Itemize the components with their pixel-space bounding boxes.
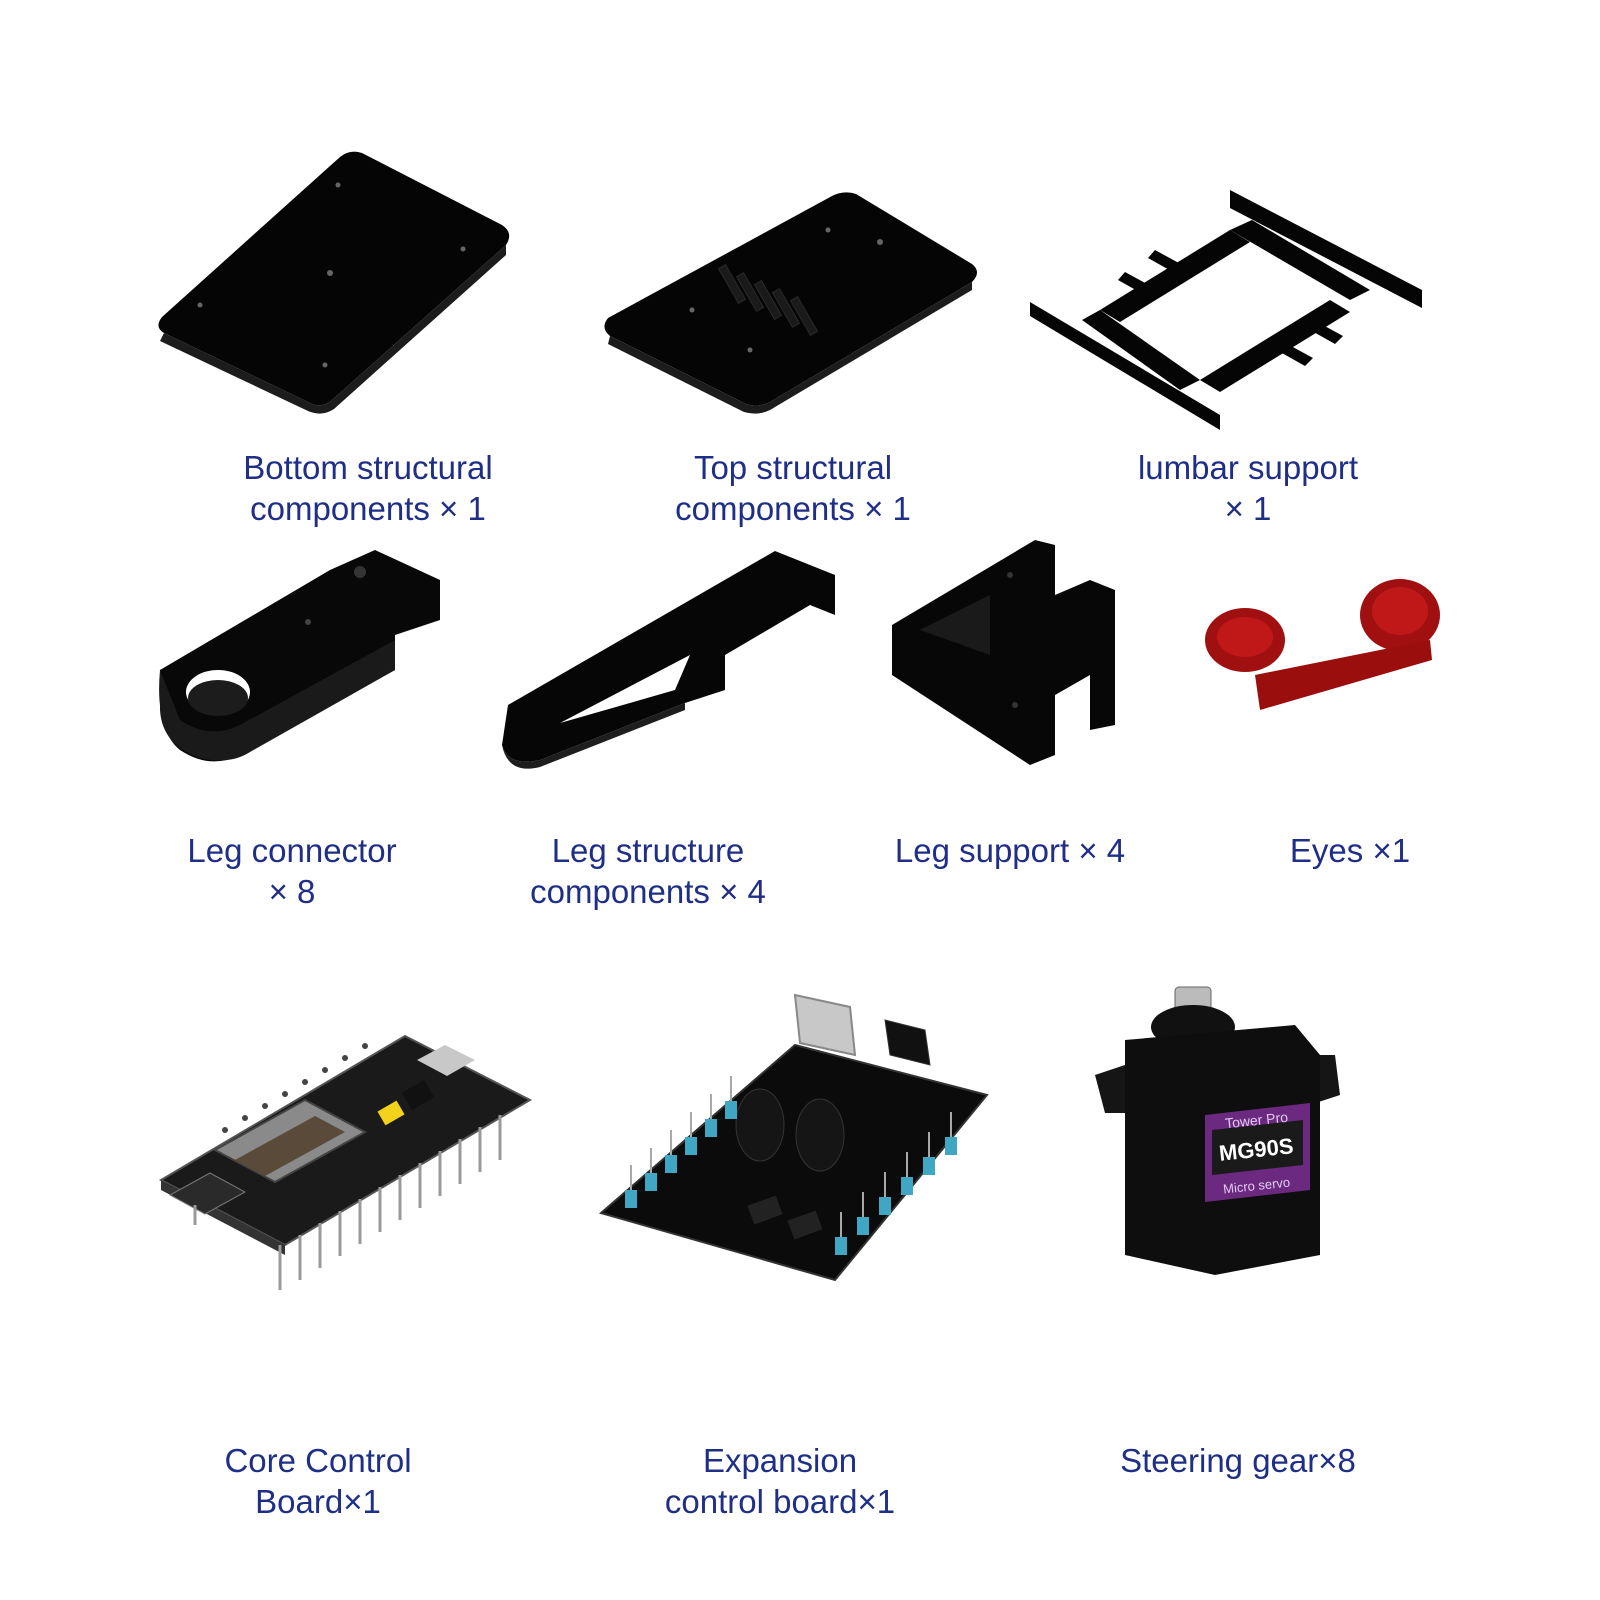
servo-icon: Tower Pro MG90S Micro servo xyxy=(1095,986,1340,1275)
label-line: components × 1 xyxy=(675,490,911,527)
label-eyes: Eyes ×1 xyxy=(1290,830,1410,871)
eyes-icon xyxy=(1205,579,1440,710)
label-line: Board×1 xyxy=(255,1483,381,1520)
label-line: Bottom structural xyxy=(243,449,493,486)
servo-brand-text: Tower Pro xyxy=(1224,1109,1289,1132)
label-leg-structure: Leg structure components × 4 xyxy=(530,830,766,912)
label-line: Top structural xyxy=(693,449,893,486)
label-line: × 8 xyxy=(268,873,316,910)
label-line: Leg connector xyxy=(187,832,397,869)
label-line: × 1 xyxy=(1224,490,1272,527)
label-line: lumbar support xyxy=(1137,449,1359,486)
label-core-control-board: Core Control Board×1 xyxy=(224,1440,411,1522)
core-board-icon xyxy=(158,1034,533,1290)
label-line: control board×1 xyxy=(664,1483,896,1520)
top-plate-icon xyxy=(604,192,977,414)
label-steering-gear: Steering gear×8 xyxy=(1120,1440,1356,1481)
leg-support-icon xyxy=(892,540,1115,765)
servo-subtitle-text: Micro servo xyxy=(1222,1175,1290,1197)
bottom-plate-icon xyxy=(158,151,510,414)
label-top-structural: Top structural components × 1 xyxy=(675,447,911,529)
leg-structure-icon xyxy=(502,551,835,769)
label-line: Expansion xyxy=(702,1442,858,1479)
label-line: Leg structure xyxy=(551,832,745,869)
label-line: Steering gear×8 xyxy=(1120,1442,1356,1479)
label-line: components × 1 xyxy=(250,490,486,527)
label-line: components × 4 xyxy=(530,873,766,910)
label-expansion-control-board: Expansion control board×1 xyxy=(665,1440,895,1522)
leg-connector-icon xyxy=(159,550,440,762)
label-lumbar-support: lumbar support × 1 xyxy=(1138,447,1358,529)
expansion-board-icon xyxy=(598,993,989,1282)
label-bottom-structural: Bottom structural components × 1 xyxy=(243,447,492,529)
label-leg-support: Leg support × 4 xyxy=(895,830,1125,871)
lumbar-frame-icon xyxy=(1030,190,1422,430)
label-line: Eyes ×1 xyxy=(1289,832,1411,869)
label-line: Leg support × 4 xyxy=(894,832,1126,869)
label-line: Core Control xyxy=(224,1442,412,1479)
label-leg-connector: Leg connector × 8 xyxy=(187,830,396,912)
